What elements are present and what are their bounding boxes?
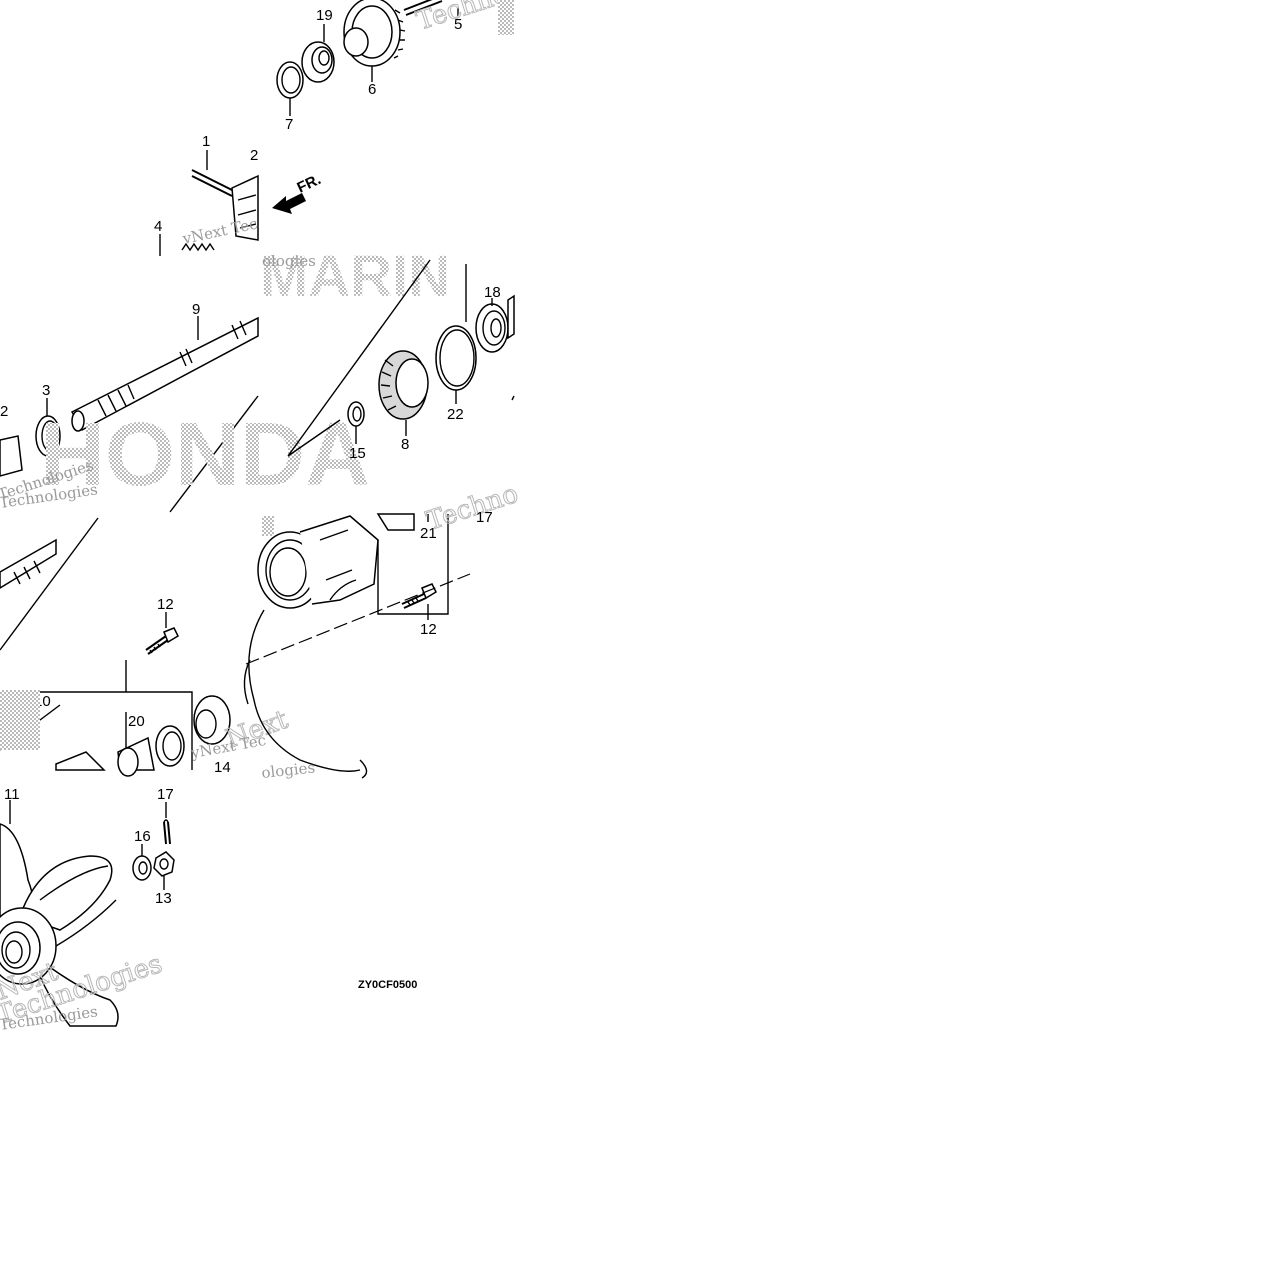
part-pin-small	[403, 0, 443, 16]
callout-1: 1	[202, 133, 210, 150]
part-ball-bearing	[475, 294, 515, 353]
part-flange-bolt-right	[401, 583, 437, 609]
callout-14: 14	[214, 759, 231, 776]
callout-12-left: 12	[157, 596, 174, 613]
callout-20: 20	[128, 713, 145, 730]
watermark-vnext: vNext Tec	[180, 215, 259, 249]
callout-2-mid: 2	[0, 403, 8, 420]
front-label: FR.	[295, 171, 324, 197]
part-flange-bolt	[145, 627, 179, 655]
part-propeller-shaft	[70, 316, 259, 432]
callout-3: 3	[42, 382, 50, 399]
callout-2-top: 2	[250, 147, 258, 164]
part-clutch-partial	[0, 435, 23, 477]
callout-21: 21	[420, 525, 437, 542]
callout-19: 19	[316, 7, 333, 24]
part-castle-nut	[153, 851, 175, 877]
part-o-ring	[435, 325, 477, 391]
tile-lower-left: 12 10 20 14 Next yNext Tec	[0, 517, 293, 777]
part-gear-case-body	[257, 513, 415, 609]
part-reverse-gear	[343, 0, 406, 67]
leader-bracket	[287, 259, 431, 457]
tile-middle-left: 9 3 2 HONDA Technologies	[0, 301, 370, 513]
leader-diagonal	[169, 395, 259, 513]
part-cotter-pin	[163, 819, 171, 845]
callout-22: 22	[447, 406, 464, 423]
callout-11: 11	[4, 786, 20, 803]
callout-8: 8	[401, 436, 409, 453]
part-ring	[35, 415, 61, 457]
callout-6: 6	[368, 81, 376, 98]
callout-17-partial: 17	[476, 509, 493, 526]
callout-4: 4	[154, 218, 162, 235]
part-forward-gear	[378, 350, 429, 420]
callout-16: 16	[134, 828, 151, 845]
part-washer	[132, 855, 152, 881]
part-gear-case	[55, 751, 106, 771]
watermark-brand: HONDA	[40, 405, 370, 505]
watermark-dots-2	[0, 690, 40, 750]
part-shaft-spline	[13, 560, 41, 585]
part-propeller	[0, 823, 119, 1027]
callout-13: 13	[155, 890, 172, 907]
watermark-ologies: ologies	[262, 252, 316, 270]
callout-5: 5	[454, 16, 462, 33]
part-thrust-washer	[347, 401, 365, 427]
watermark-dots	[498, 0, 514, 35]
watermark-techno-2: Techno	[423, 479, 522, 537]
part-shaft-end	[0, 538, 57, 589]
part-spring	[181, 242, 215, 252]
callout-17: 17	[157, 786, 174, 803]
callout-7: 7	[285, 116, 293, 133]
watermark-ologies-2: ologies	[261, 758, 316, 782]
tile-bottom-left: 11 16 17 13 ZY0CF0500 Next Technologies	[0, 786, 417, 1031]
callout-9: 9	[192, 301, 200, 318]
part-skeg-outline	[248, 609, 361, 772]
callout-15: 15	[349, 445, 366, 462]
part-shim	[276, 61, 304, 99]
watermark-dots-3	[262, 516, 274, 536]
leader-bracket-3	[377, 514, 449, 615]
leader-diagonal-2	[0, 517, 99, 651]
callout-12-right: 12	[420, 621, 437, 638]
part-oil-seal	[155, 695, 231, 767]
watermark-techno: Techno	[413, 0, 512, 37]
diagram-code: ZY0CF0500	[358, 979, 417, 991]
tile-lower-right: 21 12 Techno 17 ologies	[245, 478, 522, 782]
tile-middle-right: MARIN ologies 8 15 22	[260, 244, 515, 462]
part-bearing	[301, 41, 335, 83]
part-bushing	[117, 736, 155, 777]
front-direction-arrow: FR.	[272, 171, 324, 214]
leader-dashed-axis	[245, 573, 471, 665]
part-pin	[191, 169, 233, 197]
leader-end	[511, 395, 515, 401]
tile-top-left: 1 2 4 6 19	[154, 0, 514, 256]
callout-18: 18	[484, 284, 501, 301]
leader-bracket-2	[0, 660, 193, 770]
part-clutch	[231, 174, 259, 241]
part-outline-tail	[359, 759, 368, 779]
